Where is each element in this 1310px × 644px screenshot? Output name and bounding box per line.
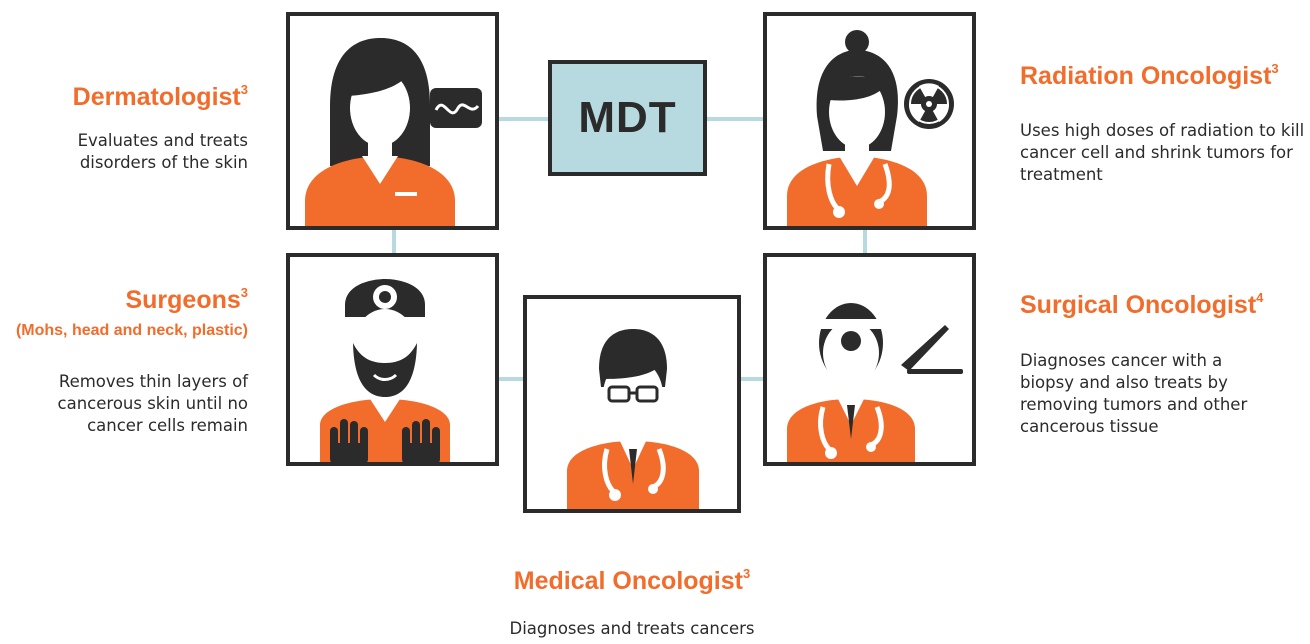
dermatologist-title: Dermatologist3 [73,82,248,112]
surgeons-ref: 3 [240,285,248,300]
radiation-oncologist-frame [763,12,976,230]
connector-med-surgonc [741,377,763,381]
surgical-oncologist-frame [763,253,976,466]
surgical-oncologist-title: Surgical Oncologist4 [1020,290,1263,320]
connector-surgeons-med [499,377,523,381]
surgeons-title-text: Surgeons [125,286,241,314]
medical-oncologist-ref: 3 [742,566,751,581]
surgeon-icon [320,279,450,462]
surgical-oncologist-title-text: Surgical Oncologist [1020,291,1257,319]
surgical-oncologist-icon [787,303,963,462]
radiation-oncologist-ref: 3 [1271,61,1279,76]
radiation-oncologist-title-text: Radiation Oncologist [1020,62,1272,90]
dermatologist-ref: 3 [240,82,248,97]
medical-oncologist-title: Medical Oncologist3 [480,566,784,596]
surgeons-description: Removes thin layers of cancerous skin un… [57,372,248,435]
connector-derm-mdt [499,117,548,121]
radiation-oncologist-title: Radiation Oncologist3 [1020,61,1279,91]
surgical-oncologist-description: Diagnoses cancer with a biopsy and also … [1020,351,1248,436]
radiation-oncologist-icon [787,30,954,226]
medical-oncologist-description: Diagnoses and treats cancers [509,619,755,638]
surgeons-title: Surgeons3 [125,285,248,315]
dermatologist-frame [286,12,499,230]
dermatologist-title-text: Dermatologist [72,83,241,111]
connector-mdt-rad [707,117,763,121]
dermatologist-icon [305,38,482,226]
mdt-box: MDT [548,60,707,176]
surgeons-subtitle: (Mohs, head and neck, plastic) [15,322,248,339]
connector-rad-surgonc [863,230,867,253]
connector-derm-surgeons [392,230,396,253]
radiation-oncologist-description: Uses high doses of radiation to kill can… [1020,121,1305,184]
medical-oncologist-title-text: Medical Oncologist [513,567,743,595]
surgical-oncologist-ref: 4 [1256,290,1264,305]
medical-oncologist-icon [567,329,699,509]
surgeons-frame [286,253,499,466]
medical-oncologist-frame [523,295,741,513]
dermatologist-description: Evaluates and treats disorders of the sk… [77,131,248,172]
